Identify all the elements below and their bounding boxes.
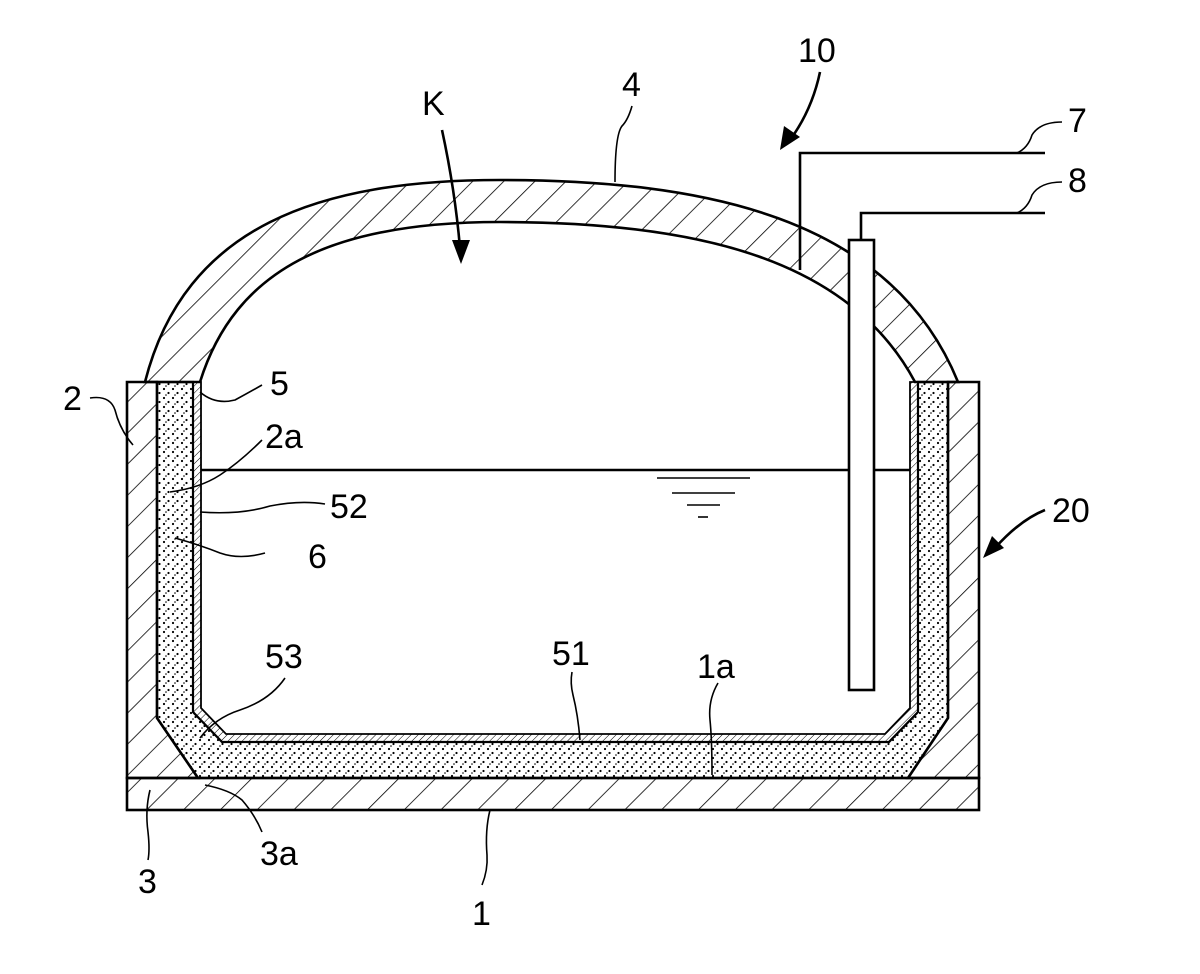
label-ref-1: 1 (472, 895, 491, 933)
label-ref-2a: 2a (265, 418, 303, 456)
lead-line-8 (861, 213, 1045, 240)
label-ref-51: 51 (552, 635, 590, 673)
water-level-symbol (657, 478, 750, 517)
arrow-10 (780, 72, 820, 150)
label-ref-3: 3 (138, 863, 157, 901)
label-ref-3a: 3a (260, 835, 298, 873)
label-ref-10: 10 (798, 32, 836, 70)
label-ref-6: 6 (308, 538, 327, 576)
label-ref-53: 53 (265, 638, 303, 676)
base-plate (127, 778, 979, 810)
label-ref-5: 5 (270, 365, 289, 403)
arrow-20 (983, 510, 1045, 558)
label-ref-7: 7 (1068, 102, 1087, 140)
label-ref-k: K (422, 85, 445, 123)
label-ref-1a: 1a (697, 648, 735, 686)
label-ref-20: 20 (1052, 492, 1090, 530)
label-ref-2: 2 (63, 380, 82, 418)
label-ref-4: 4 (622, 66, 641, 104)
electrode-rod (849, 240, 874, 690)
label-ref-8: 8 (1068, 162, 1087, 200)
dome-roof (145, 180, 958, 382)
label-ref-52: 52 (330, 488, 368, 526)
